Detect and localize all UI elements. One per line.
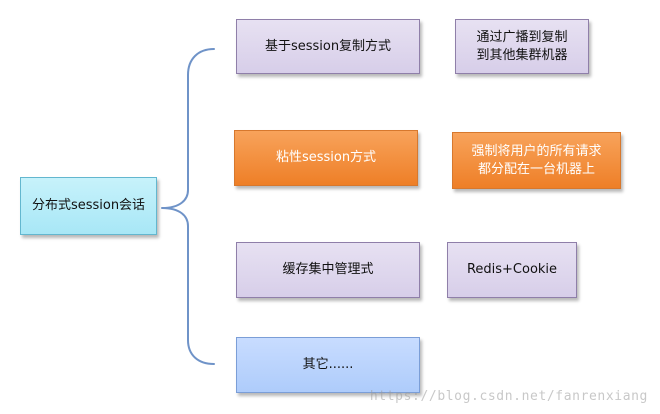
detail-redis-cookie: Redis+Cookie	[447, 242, 577, 298]
branch-sticky-session: 粘性session方式	[234, 130, 418, 186]
branch-others: 其它......	[236, 337, 420, 393]
branch-session-replication: 基于session复制方式	[236, 19, 420, 74]
detail-assign-one-machine: 强制将用户的所有请求 都分配在一台机器上	[452, 132, 621, 189]
detail-broadcast-replication: 通过广播到复制 到其他集群机器	[455, 19, 589, 74]
branch-centralized-cache: 缓存集中管理式	[236, 242, 420, 298]
root-node: 分布式session会话	[20, 177, 157, 235]
watermark-text: https://blog.csdn.net/fanrenxiang	[369, 389, 648, 404]
